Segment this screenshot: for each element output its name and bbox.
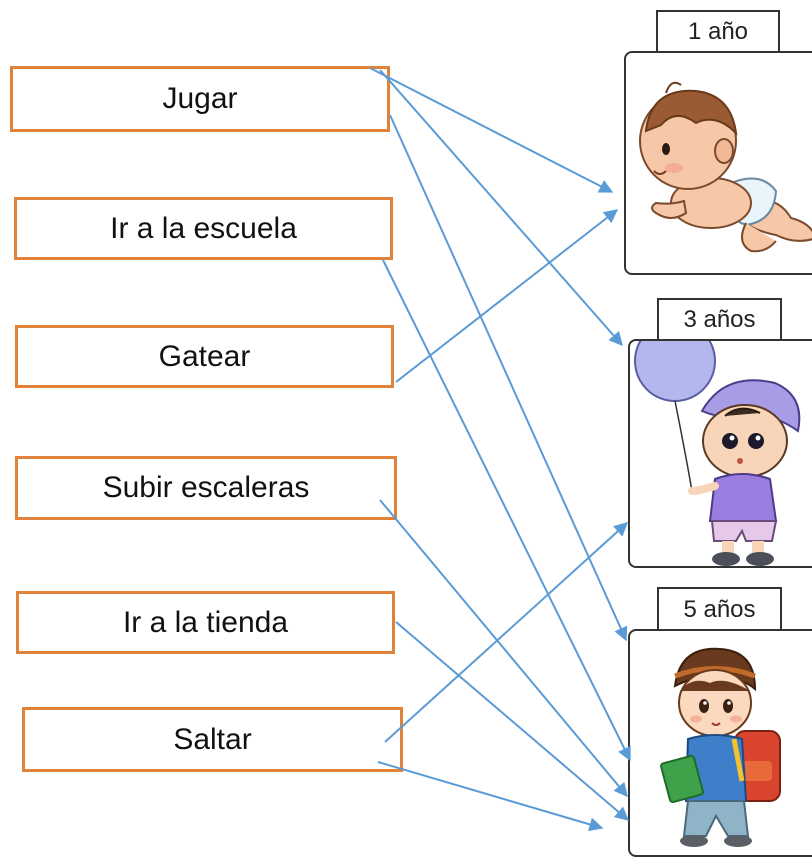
age-tab-1-year: 1 año <box>656 10 780 52</box>
activity-box-gatear[interactable]: Gatear <box>15 325 394 388</box>
schoolboy-with-backpack-image <box>660 647 781 847</box>
age-card-1-year[interactable] <box>624 51 812 275</box>
age-card-3-years[interactable] <box>628 339 812 568</box>
connector-escaleras-to-5-years <box>379 499 628 798</box>
connector-jugar-to-5-years <box>389 114 628 642</box>
crawling-baby-image <box>639 81 812 253</box>
activity-box-ir-a-la-escuela[interactable]: Ir a la escuela <box>14 197 393 260</box>
age-tab-5-years: 5 años <box>657 587 782 630</box>
activity-label: Saltar <box>173 722 252 756</box>
activity-label: Jugar <box>162 82 238 115</box>
activity-box-saltar[interactable]: Saltar <box>22 707 403 772</box>
connector-escuela-to-5-years <box>382 259 631 762</box>
connector-jugar-to-3-years <box>379 69 623 347</box>
age-card-5-years[interactable] <box>628 629 812 857</box>
activity-label: Ir a la escuela <box>110 211 297 245</box>
activity-label: Subir escaleras <box>102 471 310 504</box>
connector-saltar-to-5-years-bottom <box>377 761 604 832</box>
age-label: 1 año <box>687 18 749 45</box>
activity-box-jugar[interactable]: Jugar <box>10 66 390 132</box>
activity-box-subir-escaleras[interactable]: Subir escaleras <box>15 456 397 520</box>
toddler-with-balloon-image <box>634 341 801 566</box>
age-tab-3-years: 3 años <box>657 298 782 340</box>
age-label: 5 años <box>683 595 756 623</box>
activity-box-ir-a-la-tienda[interactable]: Ir a la tienda <box>16 591 395 654</box>
connector-gatear-to-1-year <box>395 209 619 383</box>
activity-label: Ir a la tienda <box>122 605 289 639</box>
activity-label: Gatear <box>158 339 251 373</box>
connector-jugar-to-1-year <box>369 67 614 193</box>
connector-tienda-to-5-years <box>395 621 630 821</box>
age-label: 3 años <box>683 306 756 333</box>
connector-saltar-to-3-years <box>384 522 629 743</box>
